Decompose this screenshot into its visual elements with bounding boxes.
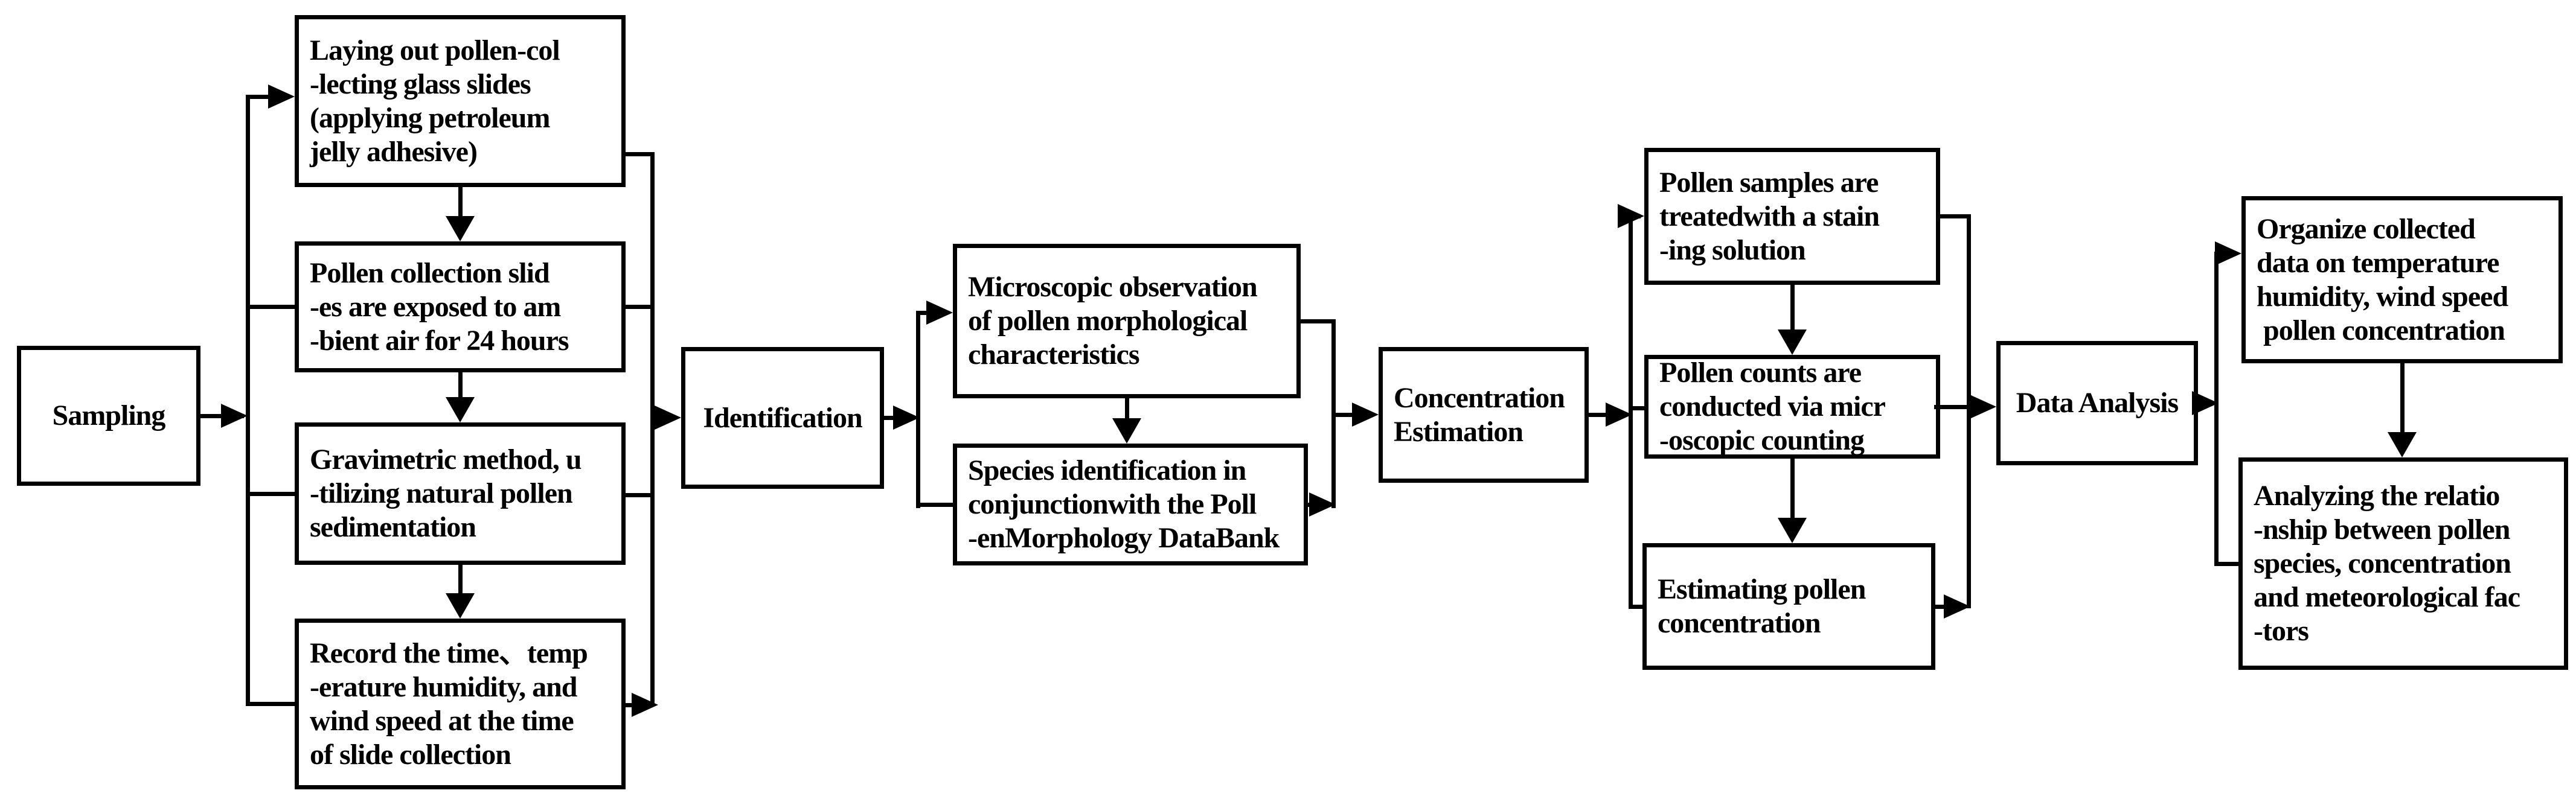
step-pollen-counting-label: Pollen counts are conducted via micr -os… — [1659, 357, 1886, 456]
connector-slide-layout-to-air-exposure — [458, 187, 463, 218]
connector-bus-to-concentration — [1331, 413, 1360, 417]
step-species-identification-box: Species identification in conjunctionwit… — [953, 444, 1308, 565]
connector-slide-layout-out — [626, 152, 655, 156]
connector-concentration-to-bus — [1589, 413, 1613, 417]
step-organize-data-box: Organize collected data on temperature h… — [2241, 196, 2563, 363]
step-organize-data-label: Organize collected data on temperature h… — [2257, 212, 2508, 346]
stage-concentration-estimation-label: Concentration Estimation — [1394, 381, 1565, 448]
arrowhead-into-identification — [655, 406, 681, 430]
step-concentration-estimating-box: Estimating pollen concentration — [1642, 543, 1935, 670]
bus-concentration-distribute — [1629, 214, 1633, 608]
stage-data-analysis-box: Data Analysis — [1996, 341, 2198, 465]
arrowhead-into-weather-recording — [446, 593, 475, 619]
connector-air-exposure-out — [626, 305, 655, 309]
arrowhead-into-microscopic — [926, 301, 953, 325]
arrowhead-into-relationship-analysis — [2388, 432, 2417, 457]
arrowhead-into-concentration — [1352, 403, 1379, 427]
step-staining-label: Pollen samples are treatedwith a stain -… — [1659, 166, 1880, 266]
connector-bus-to-pollen-counting — [1629, 406, 1644, 410]
stage-identification-box: Identification — [681, 347, 884, 489]
connector-bus-to-weather-recording — [246, 702, 295, 706]
step-weather-recording-label: Record the time、temp -erature humidity, … — [310, 637, 588, 771]
arrowhead-weather-recording-to-bus — [632, 693, 658, 717]
bus-sampling-distribute — [246, 95, 250, 705]
step-air-exposure-box: Pollen collection slid -es are exposed t… — [295, 241, 626, 372]
stage-data-analysis-label: Data Analysis — [2016, 387, 2179, 419]
stage-concentration-estimation-box: Concentration Estimation — [1379, 347, 1589, 483]
arrowhead-data-analysis-to-bus — [2192, 391, 2219, 415]
connector-bus-to-species — [916, 503, 953, 507]
arrowhead-sampling-to-bus — [221, 404, 248, 428]
connector-estimating-out — [1935, 605, 1947, 609]
arrowhead-into-slide-layout — [268, 84, 295, 109]
arrowhead-species-to-bus — [1309, 492, 1336, 517]
arrowhead-into-estimating — [1778, 518, 1807, 543]
connector-gravimetric-to-weather-recording — [458, 565, 463, 596]
arrowhead-into-gravimetric — [446, 397, 475, 422]
step-species-identification-label: Species identification in conjunctionwit… — [968, 454, 1280, 554]
connector-bus-to-gravimetric — [246, 492, 295, 496]
arrowhead-into-organize-data — [2215, 241, 2241, 266]
connector-bus-to-relationship-analysis — [2214, 562, 2243, 566]
step-pollen-counting-box: Pollen counts are conducted via micr -os… — [1644, 355, 1940, 459]
connector-pollen-counting-to-estimating — [1790, 459, 1795, 520]
step-microscopic-observation-label: Microscopic observation of pollen morpho… — [968, 271, 1258, 371]
step-relationship-analysis-label: Analyzing the relatio -nship between pol… — [2254, 480, 2520, 647]
arrowhead-concentration-to-bus — [1606, 403, 1632, 427]
arrowhead-estimating-to-bus — [1944, 594, 1970, 619]
arrowhead-into-data-analysis — [1970, 395, 1996, 419]
arrowhead-identification-to-bus — [893, 406, 920, 430]
connector-pollen-counting-to-data-analysis — [1934, 405, 1976, 409]
connector-bus-to-air-exposure — [246, 305, 295, 309]
connector-microscopic-out — [1301, 319, 1336, 323]
step-gravimetric-label: Gravimetric method, u -tilizing natural … — [310, 444, 582, 543]
arrowhead-into-staining — [1618, 204, 1644, 228]
step-air-exposure-label: Pollen collection slid -es are exposed t… — [310, 256, 569, 357]
step-slide-layout-label: Laying out pollen-col -lecting glass sli… — [310, 34, 560, 168]
step-gravimetric-box: Gravimetric method, u -tilizing natural … — [295, 422, 626, 565]
connector-staining-to-pollen-counting — [1790, 285, 1795, 332]
arrowhead-into-species — [1112, 418, 1141, 444]
stage-identification-label: Identification — [703, 401, 862, 434]
connector-air-exposure-to-gravimetric — [458, 372, 463, 400]
step-relationship-analysis-box: Analyzing the relatio -nship between pol… — [2238, 457, 2568, 670]
arrowhead-into-air-exposure — [446, 216, 475, 241]
bus-identification-distribute — [916, 311, 920, 508]
connector-microscopic-to-species — [1125, 398, 1129, 421]
connector-bus-to-slide-layout — [246, 95, 277, 99]
arrowhead-into-pollen-counting — [1778, 329, 1807, 355]
stage-sampling-label: Sampling — [52, 400, 166, 431]
step-microscopic-observation-box: Microscopic observation of pollen morpho… — [953, 244, 1301, 398]
connector-gravimetric-out — [626, 493, 655, 497]
connector-staining-out — [1940, 214, 1971, 218]
step-concentration-estimating-label: Estimating pollen concentration — [1658, 573, 1866, 639]
bus-concentration-collect — [1967, 214, 1971, 608]
connector-bus-to-microscopic — [916, 311, 934, 315]
bus-data-analysis-distribute — [2214, 252, 2219, 565]
step-weather-recording-box: Record the time、temp -erature humidity, … — [295, 619, 626, 789]
step-slide-layout-box: Laying out pollen-col -lecting glass sli… — [295, 15, 626, 187]
stage-sampling-box: Sampling — [17, 346, 200, 486]
step-staining-box: Pollen samples are treatedwith a stain -… — [1644, 148, 1940, 285]
connector-organize-to-relationship-analysis — [2400, 363, 2405, 435]
bus-sampling-collect — [650, 152, 655, 707]
connector-bus-to-estimating — [1629, 605, 1642, 609]
